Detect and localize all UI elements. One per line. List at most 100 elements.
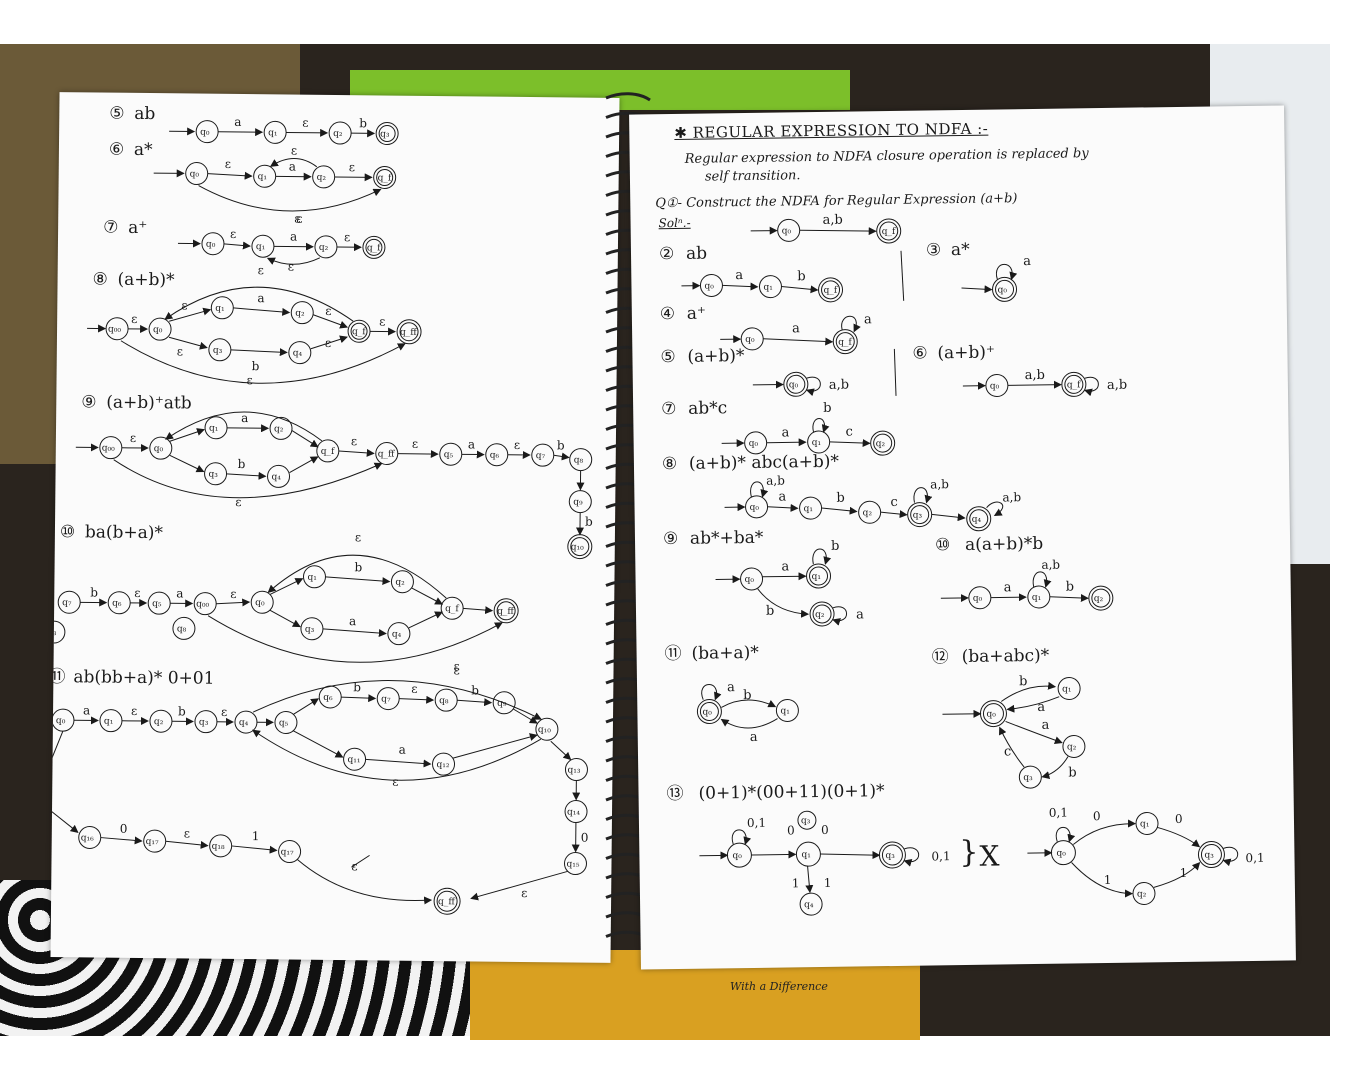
- label-a: a: [349, 614, 356, 628]
- label-ab: a,b: [1025, 368, 1045, 383]
- label-a: a: [289, 159, 296, 173]
- state-q0: q₀: [190, 169, 200, 179]
- label-c: c: [890, 495, 897, 510]
- state-q7: q₇: [536, 451, 546, 461]
- left-notebook-page: ⑤ ab ⑥ a* ⑦ a⁺ ⑧ (a+b)* ⑨ (a+b)⁺atb ⑩ ba…: [50, 92, 620, 963]
- nfa-aorb-plus-right: q₀ a,b q_f a,b: [962, 368, 1127, 398]
- state-q0: q₀: [702, 708, 712, 718]
- state-q0: q₀: [255, 598, 265, 608]
- label-eps: ε: [349, 160, 355, 174]
- label-eps: ε: [355, 530, 361, 544]
- label-b: b: [1019, 674, 1028, 689]
- state-q4: q₄: [239, 718, 249, 728]
- label-a: a: [1042, 718, 1050, 733]
- left-sec-7-regex: a⁺: [128, 218, 147, 238]
- right-sec-11: ⑪: [664, 644, 681, 664]
- label-a: a: [257, 291, 264, 305]
- left-sec-7: ⑦: [103, 218, 118, 238]
- state-q0: q₀: [749, 503, 759, 513]
- state-q3: q₃: [913, 511, 923, 521]
- label-eps: ε: [134, 586, 140, 600]
- state-q17: q₁₇: [146, 837, 159, 847]
- right-margin: [1330, 44, 1356, 1036]
- label-c: c: [1004, 744, 1011, 759]
- right-sec-13: ⑬: [666, 784, 683, 804]
- label-zero-one: 0,1: [747, 816, 766, 830]
- label-one: 1: [792, 876, 800, 890]
- state-qf: q_f: [1067, 380, 1081, 390]
- label-eps: ε: [181, 298, 187, 312]
- state-q2: q₂: [395, 578, 405, 588]
- label-b: b: [355, 560, 363, 574]
- right-sec-13-regex: (0+1)*(00+11)(0+1)*: [698, 781, 885, 804]
- label-a: a: [781, 425, 789, 440]
- nfa-a-or-b: q₀ a,b q_f: [750, 213, 902, 244]
- label-b: b: [471, 683, 479, 697]
- right-sec-12: ⑫: [932, 647, 949, 667]
- label-a: a: [778, 489, 786, 504]
- state-q0: q₀: [997, 285, 1007, 295]
- nfa-aplus-left: q₀ ε q₁ a q₂ ε q_f ε ε: [177, 212, 386, 274]
- state-q0: q₀: [154, 444, 164, 454]
- state-q3: q₃: [199, 718, 209, 728]
- label-eps: ε: [184, 826, 190, 840]
- state-q3: q₃: [380, 129, 390, 139]
- state-q10: q₁₀: [571, 542, 584, 552]
- state-q2: q₂: [319, 243, 329, 253]
- label-a: a: [856, 607, 864, 622]
- label-eps: ε: [291, 144, 297, 158]
- state-qf: q_f: [838, 338, 852, 348]
- left-sec-11-regex: ab(bb+a)* 0+01: [73, 667, 214, 688]
- state-qf: q_f: [445, 604, 459, 614]
- label-a: a: [750, 730, 758, 745]
- label-a: a: [781, 559, 789, 574]
- state-q0: q₀: [749, 439, 759, 449]
- label-eps: ε: [130, 431, 136, 445]
- label-eps: ε: [225, 157, 231, 171]
- label-ab: a,b: [822, 213, 842, 228]
- cross-mark: X: [979, 840, 999, 873]
- label-a: a: [176, 586, 183, 600]
- label-b: b: [557, 438, 565, 452]
- label-b: b: [252, 359, 260, 373]
- nfa-aplus-right: q₀ a q_f a: [720, 312, 872, 355]
- state-q0: q₀: [789, 380, 799, 390]
- state-q0: q₀: [986, 710, 996, 720]
- right-sec-7: ⑦: [661, 399, 677, 419]
- label-b: b: [1066, 579, 1075, 594]
- label-b: b: [766, 604, 775, 619]
- right-sec-5-regex: (a+b)*: [687, 346, 745, 367]
- state-q3: q₃: [1023, 773, 1033, 783]
- binding-rings: [605, 92, 651, 940]
- state-q15: q₁₅: [566, 859, 579, 869]
- nfa-ab-right: q₀ a q₁ b q_f: [681, 268, 844, 303]
- state-q1: q₁: [215, 304, 224, 314]
- label-eps: ε: [230, 227, 236, 241]
- label-c: c: [845, 425, 852, 440]
- nfa-aorb-star-abc-right: q₀ a,b a q₁ b q₂ c q₃ a,b: [724, 473, 1022, 532]
- right-sec-2-regex: ab: [686, 244, 707, 264]
- state-qf: q_f: [882, 227, 896, 237]
- label-a: a: [735, 268, 743, 283]
- state-qff: q_ff: [400, 328, 417, 338]
- label-eps: ε: [351, 434, 357, 448]
- separator-line: [893, 348, 897, 396]
- state-q8: q₈: [574, 455, 584, 465]
- right-sec-4: ④: [660, 304, 676, 324]
- state-q00: q₀₀: [196, 600, 209, 610]
- state-q1: q₁: [763, 283, 773, 293]
- nfa-ba-or-a-star-right: q₀ a b q₁ a: [696, 680, 799, 745]
- label-eps: ε: [177, 344, 183, 358]
- label-eps: ε: [288, 259, 294, 273]
- state-q3: q₃: [1204, 851, 1214, 861]
- state-qf: q_f: [367, 243, 381, 253]
- state-q17: q₁₇: [281, 847, 294, 857]
- label-ab: a,b: [1002, 490, 1021, 504]
- state-q8: q₈: [439, 696, 449, 706]
- state-qff: q_ff: [438, 897, 455, 907]
- state-q14: q₁₄: [567, 807, 580, 817]
- right-sec-7-regex: ab*c: [688, 398, 727, 419]
- state-q11: q₁₁: [348, 755, 361, 765]
- state-q10: q₁₀: [538, 725, 551, 735]
- state-qff: q_ff: [378, 449, 395, 459]
